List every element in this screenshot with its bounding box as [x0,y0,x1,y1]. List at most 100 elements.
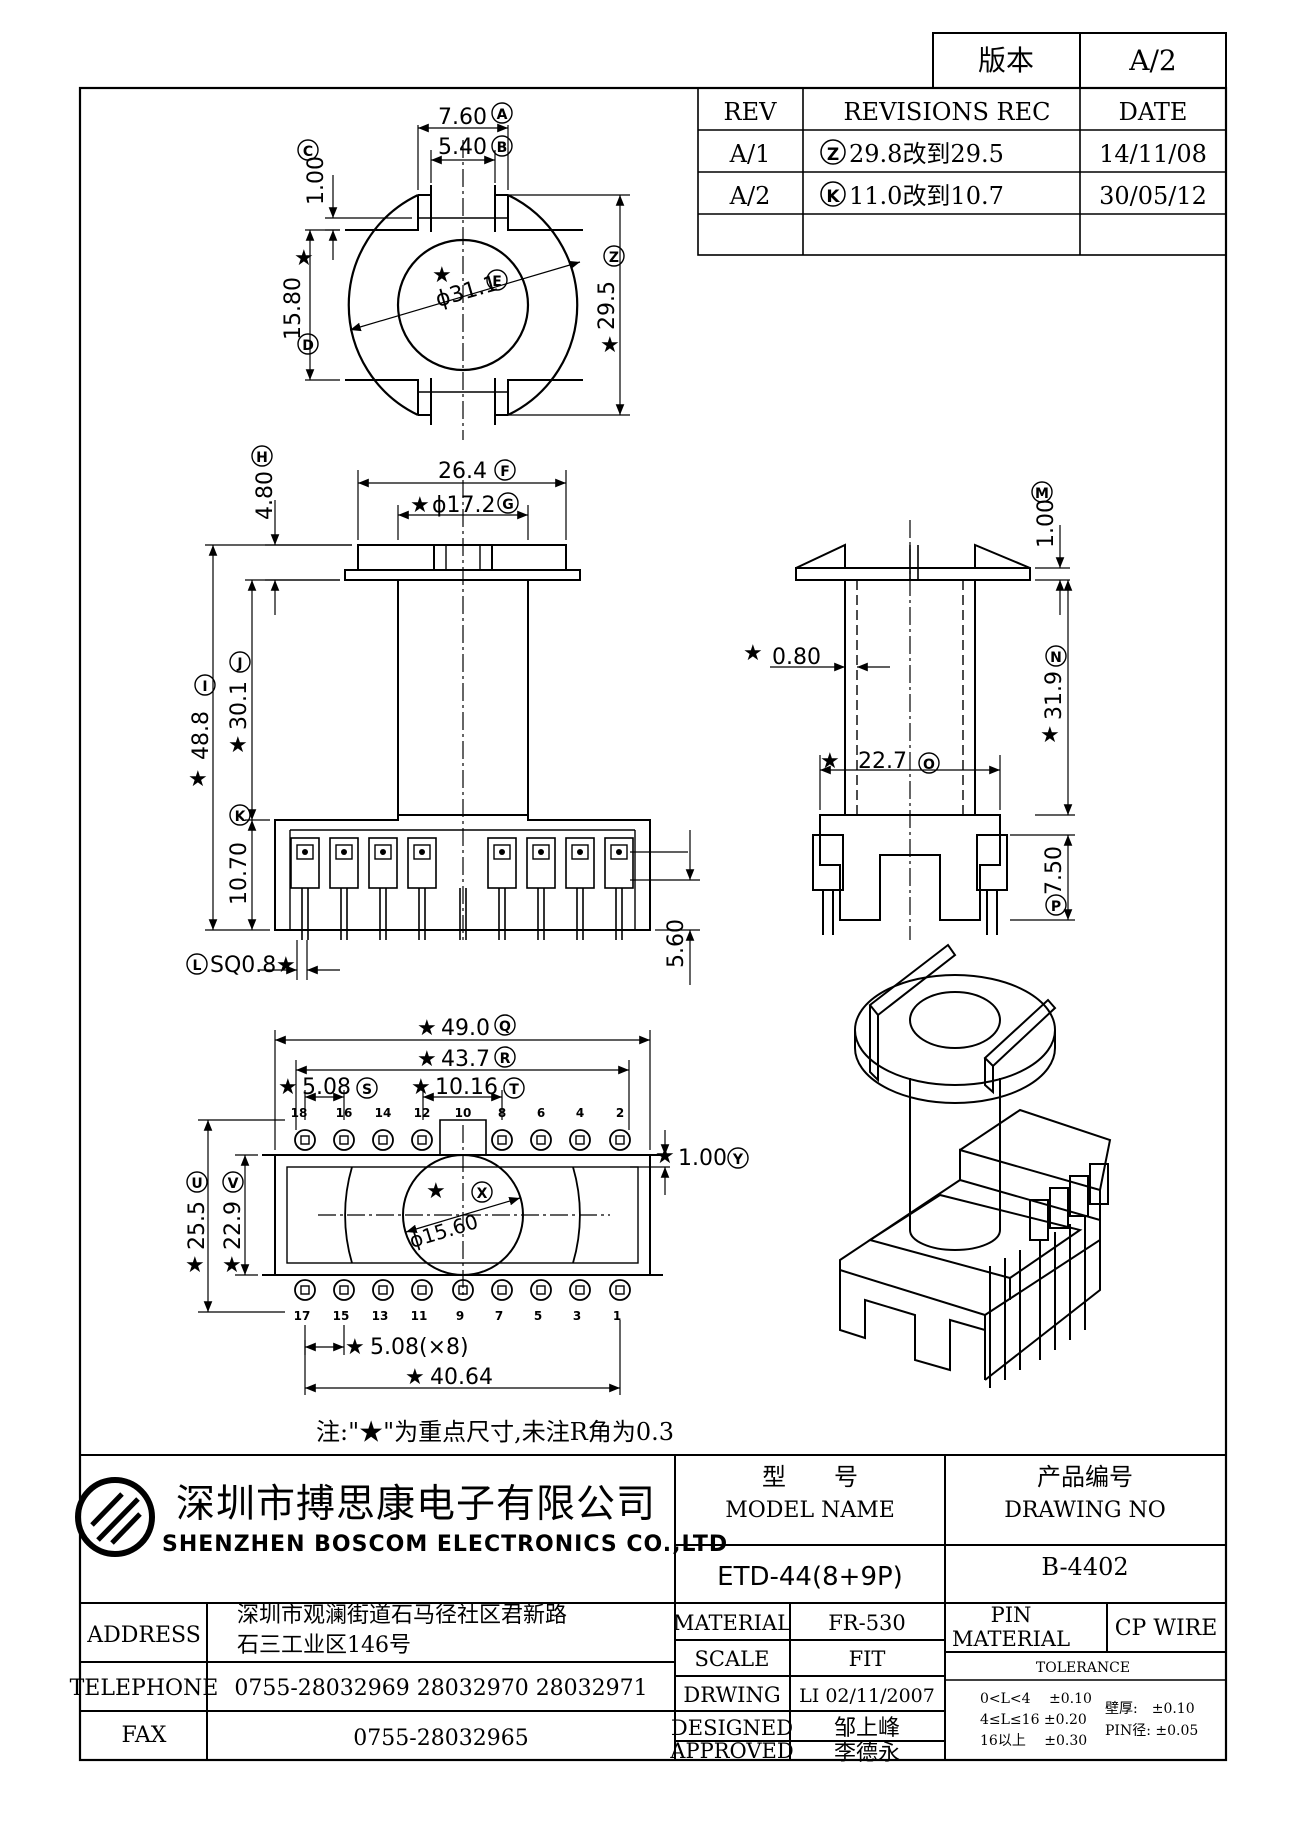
pin-number-top: 18 [291,1106,308,1120]
label-u: U [191,1176,202,1192]
label-v: V [228,1176,239,1192]
dim-s: 5.08 [302,1075,351,1100]
rev-row1-rev: A/1 [729,140,771,168]
pin-top: 4 [569,1106,591,1151]
label-b: B [497,140,508,156]
drawing-label-cn: 产品编号 [1037,1463,1133,1491]
rev-row2-text: 11.0改到10.7 [849,182,1004,210]
star-q: ★ [417,1016,437,1041]
star-l: ★ [276,953,296,978]
dim-j: 30.1 [227,681,252,730]
tolerance-3: 16以上 ±0.30 [980,1733,1087,1749]
dim-t: 10.16 [435,1075,498,1100]
label-t: T [509,1082,519,1098]
front-terminals [290,837,688,940]
label-i: I [202,679,207,695]
label-y: Y [732,1152,744,1168]
label-j: J [236,656,242,672]
fax-value: 0755-28032965 [353,1726,528,1751]
pin-number-bottom: 13 [372,1309,389,1323]
address-label: ADDRESS [86,1623,201,1648]
star-x: ★ [426,1179,446,1204]
star-n: ★ [1040,723,1060,748]
rev-header-date: DATE [1119,98,1188,126]
pin-material-label2: MATERIAL [952,1627,1070,1651]
label-h: H [256,450,268,466]
dim-g: ϕ17.2 [432,493,496,518]
version-box: 版本 A/2 [932,32,1227,89]
drawing-border [78,86,1228,1762]
dim-z: 29.5 [595,281,620,330]
pin-bottom: 13 [372,1279,394,1323]
pin-top: 18 [291,1106,316,1151]
approved-value: 李德永 [834,1741,900,1766]
star-g: ★ [410,493,430,518]
dim-p: 7.50 [1042,846,1067,895]
label-x: X [477,1186,488,1202]
dim-r: 43.7 [441,1047,490,1072]
company-name-cn: 深圳市搏思康电子有限公司 [176,1482,656,1527]
dim-v: 22.9 [221,1201,246,1250]
label-f: F [500,464,510,480]
title-block [80,1454,1226,1760]
dim-y: 1.00 [678,1146,727,1171]
pin-bottom: 5 [530,1279,552,1323]
pin-bottom: 9 [452,1279,474,1323]
label-p: P [1051,899,1061,915]
pin-bottom: 7 [491,1279,513,1323]
label-z: Z [609,250,619,266]
company-logo [75,1477,155,1557]
address-line1: 深圳市观澜街道石马径社区君新路 [237,1603,567,1628]
star-o: ★ [820,749,840,774]
front-terminal [526,837,556,940]
fax-label: FAX [122,1723,167,1748]
label-d: D [302,338,314,354]
pin-number-bottom: 17 [294,1309,311,1323]
side-view: 1.00 M 31.9 ★ N ★ 0.80 ★ 22.7 O 7.50 P [743,481,1075,940]
dim-u: 25.5 [185,1201,210,1250]
dim-q: 49.0 [441,1016,490,1041]
star-wall: ★ [743,641,763,666]
star-r: ★ [417,1047,437,1072]
pin-number-bottom: 5 [534,1309,542,1323]
dim-i: 48.8 [189,711,214,760]
dim-m: 1.00 [1034,499,1059,548]
rev-row2-date: 30/05/12 [1099,182,1207,210]
front-terminal [290,837,320,940]
telephone-label: TELEPHONE [70,1676,219,1701]
drwing-value: LI 02/11/2007 [799,1685,935,1707]
drawing-value: B-4402 [1041,1553,1128,1581]
star-s: ★ [278,1075,298,1100]
rev-header-rev: REV [724,98,778,126]
dim-l: SQ0.8 [210,953,276,978]
model-label-en: MODEL NAME [725,1498,895,1523]
dim-pin-length: 5.60 [664,919,689,968]
dim-x: ϕ15.60 [406,1209,480,1253]
isometric-view [839,943,1112,1388]
star-span: ★ [405,1365,425,1390]
pin-material-label1: PIN [991,1603,1032,1627]
label-e: E [492,274,502,290]
pin-top: 12 [411,1106,433,1151]
material-value: FR-530 [828,1611,906,1635]
scale-value: FIT [849,1647,886,1671]
label-a: A [497,107,508,123]
front-terminal [604,837,634,940]
front-view: 26.4 F ★ ϕ17.2 G 4.80 H 48.8 ★ I 30.1 ★ … [186,445,700,985]
pin-top: 2 [609,1106,631,1151]
dim-a: 7.60 [438,105,487,130]
pin-bottom: 1 [609,1279,631,1323]
dim-b: 5.40 [438,135,487,160]
star-u: ★ [185,1253,205,1278]
tolerance-4: 壁厚: ±0.10 [1105,1701,1195,1717]
label-g: G [502,497,514,513]
label-n: N [1050,650,1062,666]
rev-row2-marker-circle [820,181,846,207]
rev-row1-date: 14/11/08 [1099,140,1207,168]
telephone-value: 0755-28032969 28032970 28032971 [234,1676,647,1701]
model-value: ETD-44(8+9P) [717,1562,903,1592]
label-m: M [1035,486,1049,502]
rev-row1-marker-circle [820,139,846,165]
